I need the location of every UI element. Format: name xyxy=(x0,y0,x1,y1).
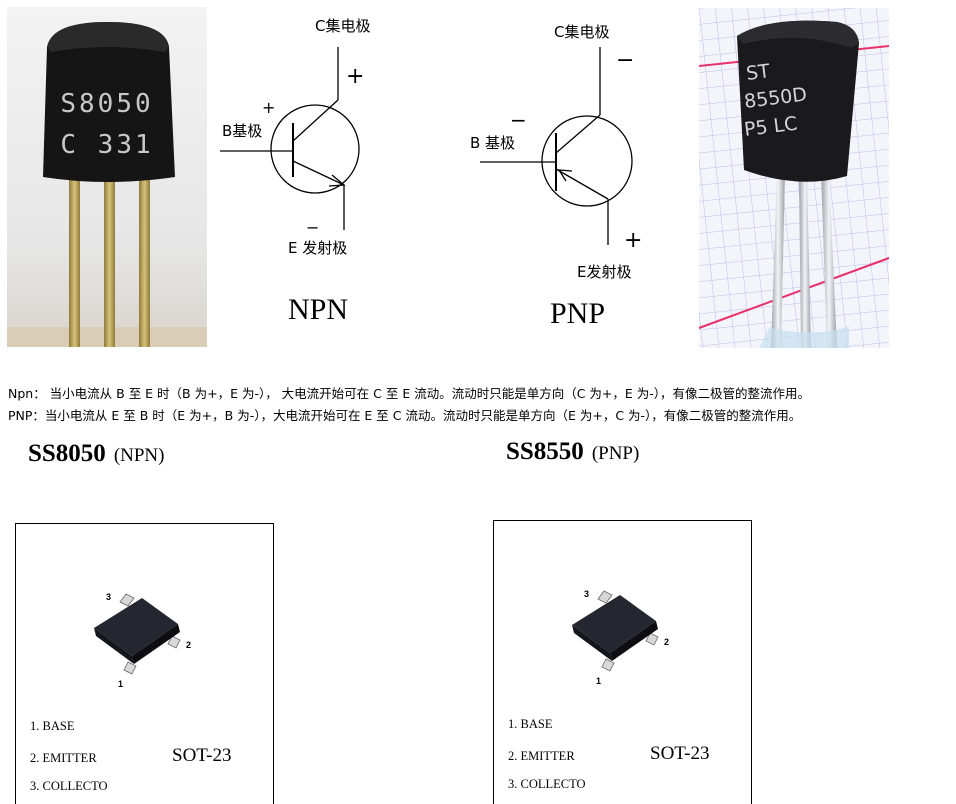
ss8550-pin3-label: 3. COLLECTO xyxy=(508,777,586,791)
marking-line2: C 331 xyxy=(60,130,153,160)
ss8050-part-name: SS8050 xyxy=(28,440,106,467)
pnp-description: PNP：当小电流从 E 至 B 时（E 为+，B 为-），大电流开始可在 E 至… xyxy=(8,408,802,423)
sot23-pin3-num: 3 xyxy=(106,592,111,602)
npn-emitter-wire xyxy=(292,160,345,186)
npn-emitter-sign: − xyxy=(306,218,319,237)
lead-1 xyxy=(69,175,80,347)
lead-3 xyxy=(139,175,150,347)
sot23-pin1-num: 1 xyxy=(118,679,123,689)
pnp-base-sign: − xyxy=(510,108,527,132)
s8050-photo: S8050 C 331 xyxy=(7,7,207,347)
ss8050-type: (NPN) xyxy=(113,445,165,466)
ss8550-title: SS8550 (PNP) xyxy=(506,438,639,466)
lead-left xyxy=(771,173,785,348)
sot23-body xyxy=(94,598,178,656)
transistor-body-8550 xyxy=(737,20,859,182)
ss8050-package-name: SOT-23 xyxy=(172,745,232,766)
pnp-emitter-arrow xyxy=(557,169,573,182)
sot23-drawing-2: 3 2 1 xyxy=(572,589,669,686)
ss8050-title: SS8050 (NPN) xyxy=(28,440,164,468)
ss8550-type: (PNP) xyxy=(591,443,640,464)
ss8050-package-box: 3 2 1 1. BASE 2. EMITTER 3. COLLECTO SOT… xyxy=(15,523,274,804)
red-grid-line-2 xyxy=(699,257,889,329)
sot23-pin2 xyxy=(645,632,659,646)
s8550-photo: ST 8550D P5 LC xyxy=(699,8,889,348)
sot23-drawing-1: 3 2 1 xyxy=(94,592,191,689)
ss8050-pin1-label: 1. BASE xyxy=(30,719,75,733)
npn-base-sign: + xyxy=(262,98,275,117)
npn-collector-wire xyxy=(292,99,339,142)
pnp-title: PNP xyxy=(550,297,605,330)
sot23-pin3 xyxy=(597,590,613,604)
ss8550-package-box: 3 2 1 1. BASE 2. EMITTER 3. COLLECTO SOT… xyxy=(493,520,752,804)
sot23-pin2-num: 2 xyxy=(664,637,669,647)
pnp-collector-sign: − xyxy=(616,48,634,73)
marking-8550-line1: ST xyxy=(745,60,772,85)
pnp-base-label: B 基极 xyxy=(470,134,515,152)
npn-base-label: B基极 xyxy=(222,122,262,140)
ss8050-pin2-label: 2. EMITTER xyxy=(30,751,97,765)
npn-symbol-diagram: C集电极 + + B基极 − E 发射极 NPN xyxy=(210,5,450,335)
sot23-pin2 xyxy=(167,635,181,649)
ss8050-pin3-label: 3. COLLECTO xyxy=(30,779,108,793)
npn-description: Npn： 当小电流从 B 至 E 时（B 为+，E 为-）， 大电流开始可在 C… xyxy=(8,386,811,401)
ss8550-pin2-label: 2. EMITTER xyxy=(508,749,575,763)
sot23-body xyxy=(572,595,656,653)
lead-mid xyxy=(799,176,811,348)
pnp-emitter-label: E发射极 xyxy=(577,263,631,281)
pnp-symbol-diagram: C集电极 − − B 基极 + E发射极 PNP xyxy=(462,5,692,335)
ss8550-pin1-label: 1. BASE xyxy=(508,717,553,731)
sot23-pin2-num: 2 xyxy=(186,640,191,650)
npn-circle xyxy=(270,104,360,194)
pnp-collector-label: C集电极 xyxy=(554,23,609,41)
transistor-body xyxy=(43,22,175,182)
lead-2 xyxy=(104,175,115,347)
marking-line1: S8050 xyxy=(60,89,153,119)
npn-emitter-label: E 发射极 xyxy=(288,239,347,257)
sot23-pin1 xyxy=(123,661,137,675)
ss8550-part-name: SS8550 xyxy=(506,438,584,465)
sot23-pin3-num: 3 xyxy=(584,589,589,599)
lead-right xyxy=(821,172,837,348)
ss8550-package-name: SOT-23 xyxy=(650,743,710,764)
pnp-emitter-sign: + xyxy=(624,228,642,253)
pnp-collector-wire xyxy=(555,114,601,154)
sot23-pin3 xyxy=(119,593,135,607)
sot23-pin1-num: 1 xyxy=(596,676,601,686)
pnp-circle xyxy=(541,115,633,207)
npn-collector-label: C集电极 xyxy=(315,17,370,35)
sot23-pin1 xyxy=(601,658,615,672)
npn-collector-sign: + xyxy=(346,64,364,89)
npn-title: NPN xyxy=(288,293,348,326)
pnp-emitter-wire xyxy=(555,168,609,200)
